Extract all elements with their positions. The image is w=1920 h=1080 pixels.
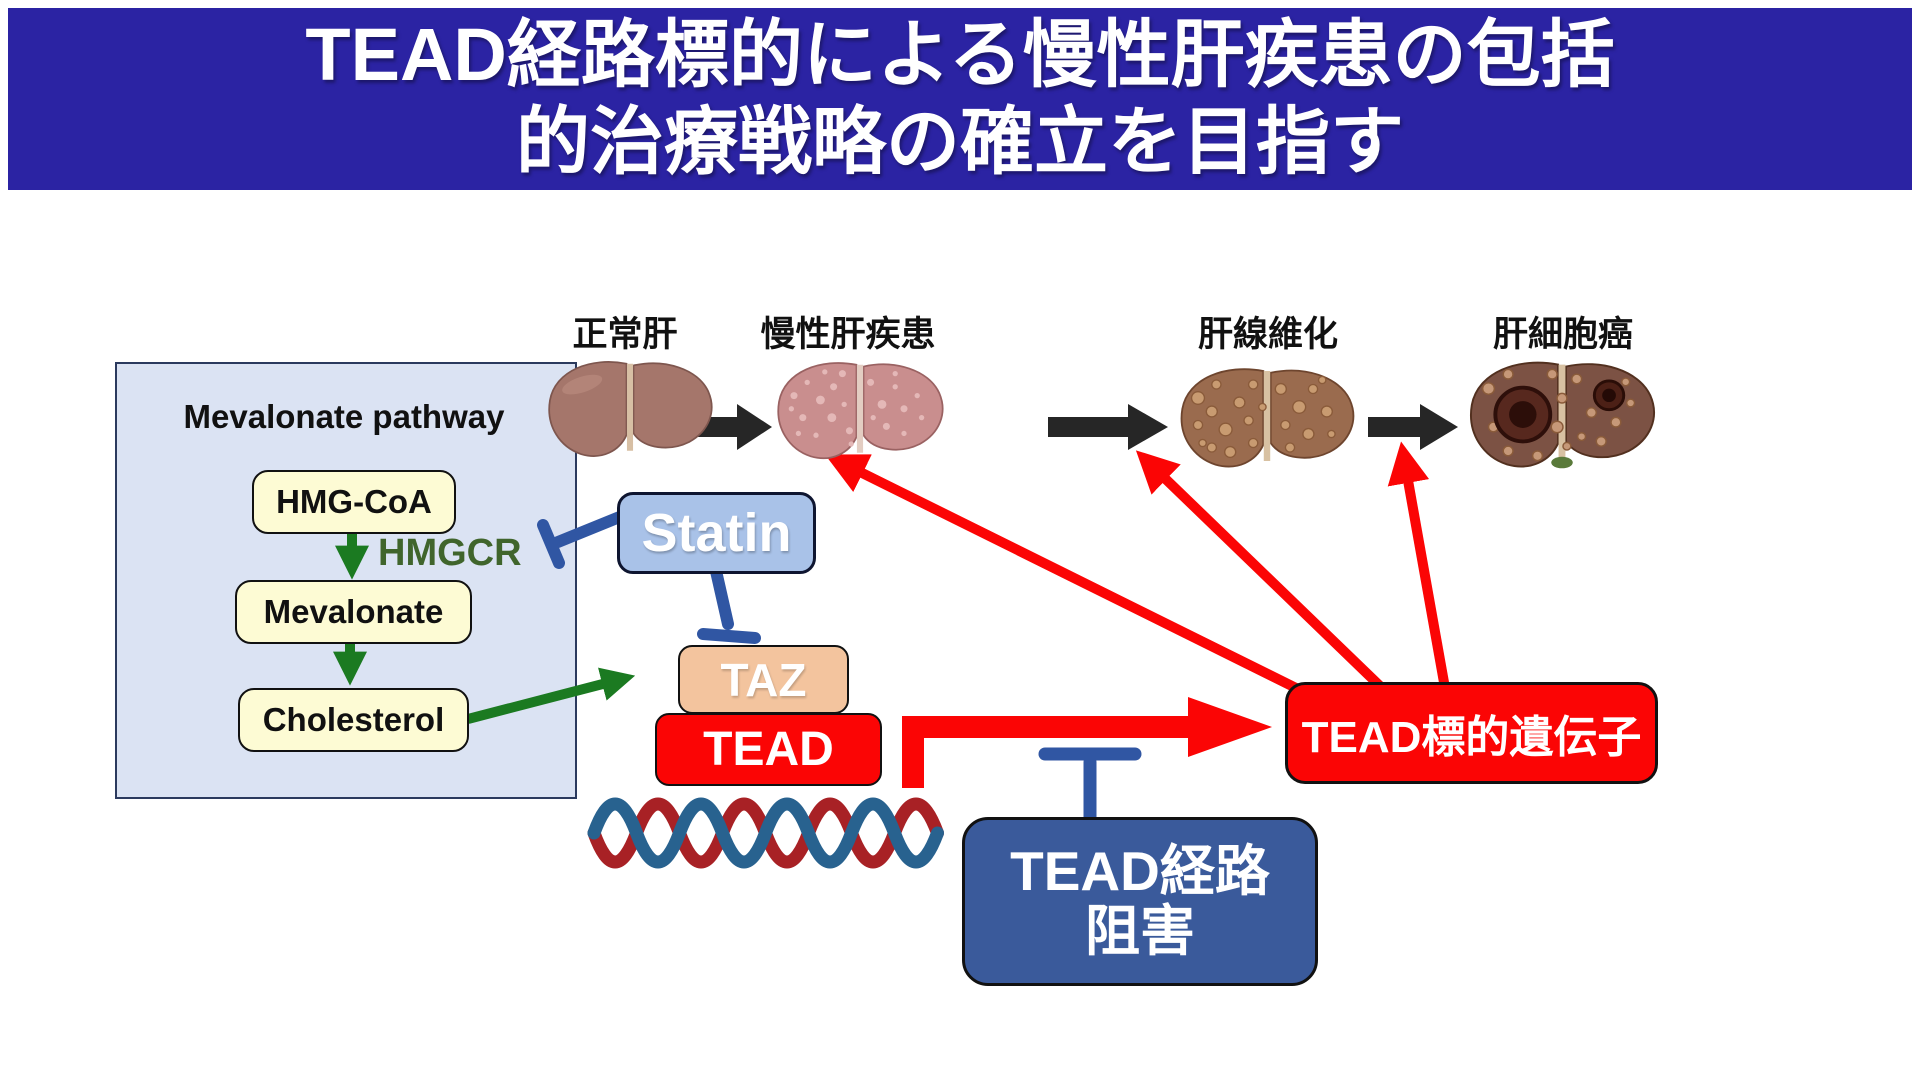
slide-title-line1: TEAD経路標的による慢性肝疾患の包括	[305, 13, 1615, 97]
tead-pathway-inhibition-box: TEAD経路 阻害	[962, 817, 1318, 986]
node-mevalonate: Mevalonate	[235, 580, 472, 644]
chronic-liver-disease-illustration	[777, 362, 944, 460]
mevalonate-pathway-title: Mevalonate pathway	[183, 398, 505, 435]
green-arrow-cholesterol-to-taz	[466, 667, 636, 724]
normal-liver-illustration	[548, 361, 713, 457]
tead-pathway-inhibition-line2: 阻害	[1084, 899, 1195, 962]
node-cholesterol: Cholesterol	[238, 688, 469, 752]
taz-box: TAZ	[678, 645, 849, 714]
dna-double-helix-illustration	[587, 797, 944, 869]
stage-label-chronic-liver: 慢性肝疾患	[760, 315, 936, 354]
stage-label-normal-liver: 正常肝	[572, 315, 678, 354]
inhibit-bar-statin-to-hmgcr	[537, 510, 628, 569]
tead-target-genes-box: TEAD標的遺伝子	[1285, 682, 1658, 784]
enzyme-label-hmgcr: HMGCR	[378, 532, 522, 574]
black-arrow-stage2-to-stage3	[1048, 404, 1168, 450]
red-elbow-arrow-tead-to-target-genes	[902, 697, 1272, 788]
inhibit-bar-statin-to-taz	[697, 565, 761, 644]
title-banner: TEAD経路標的による慢性肝疾患の包括 的治療戦略の確立を目指す	[8, 8, 1912, 190]
fibrotic-liver-illustration	[1180, 368, 1355, 468]
tead-box: TEAD	[655, 713, 882, 786]
slide-title-line2: 的治療戦略の確立を目指す	[516, 100, 1404, 183]
stage-label-hcc: 肝細胞癌	[1492, 315, 1633, 354]
statin-box: Statin	[617, 492, 816, 574]
inhibit-bar-inhibitor-to-red-arrow	[1038, 747, 1142, 825]
black-arrow-stage3-to-stage4	[1368, 404, 1458, 450]
node-hmg-coa: HMG-CoA	[252, 470, 456, 534]
hcc-liver-illustration	[1470, 361, 1655, 469]
red-arrows-target-genes-to-livers	[824, 441, 1450, 695]
tead-pathway-inhibition-line1: TEAD経路	[1010, 840, 1270, 903]
stage-label-fibrosis: 肝線維化	[1197, 315, 1338, 354]
